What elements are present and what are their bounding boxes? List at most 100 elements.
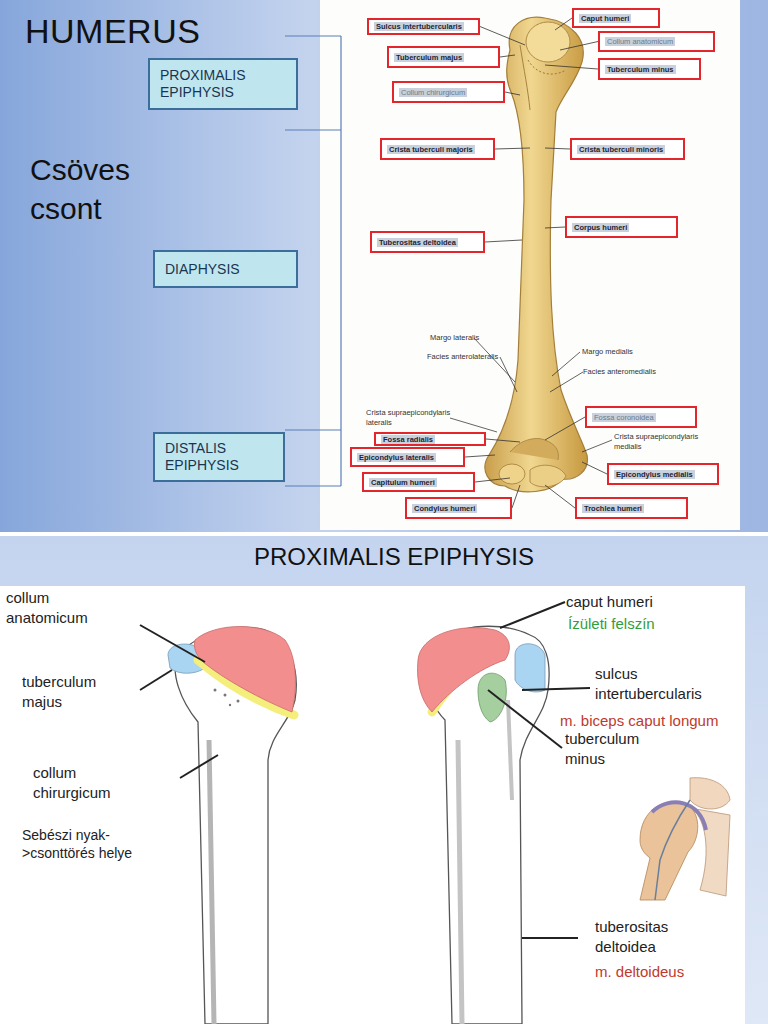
term-label: tuberculum majus xyxy=(22,672,137,711)
term-text: Corpus humeri xyxy=(572,223,629,232)
image-panel xyxy=(0,586,745,1024)
term-label: Csöves csont xyxy=(30,150,170,228)
term-box: Collum chirurgicum xyxy=(392,81,505,103)
sulcus-shading xyxy=(508,700,512,800)
articular-head xyxy=(194,627,295,713)
leader-line xyxy=(486,439,520,442)
term-text: PROXIMALIS EPIPHYSIS xyxy=(160,67,286,101)
slide-heading: PROXIMALIS EPIPHYSIS xyxy=(20,541,768,572)
term-label: tuberculum minus xyxy=(565,729,670,768)
leader-line xyxy=(545,227,565,228)
leader-line xyxy=(485,240,522,242)
term-text: DIAPHYSIS xyxy=(165,261,240,278)
term-label: Ízületi felszín xyxy=(568,614,718,634)
term-text: Caput humeri xyxy=(579,14,631,23)
term-box: Tuberculum majus xyxy=(387,46,500,68)
term-box: Capitulum humeri xyxy=(362,472,475,492)
bracket-tick xyxy=(285,129,341,130)
leader-line xyxy=(140,625,205,662)
term-box: Tuberositas deltoidea xyxy=(370,231,485,253)
leader-line xyxy=(545,485,575,508)
joint-capsule xyxy=(652,802,706,830)
term-text: Condylus humeri xyxy=(412,504,477,513)
term-box: Caput humeri xyxy=(572,8,660,28)
capitulum xyxy=(499,464,525,484)
term-text: Collum chirurgicum xyxy=(399,88,467,97)
term-box: Epicondylus medialis xyxy=(607,463,719,485)
leader-line xyxy=(495,148,530,149)
leader-line xyxy=(505,92,520,95)
bracket-tick xyxy=(285,35,341,36)
term-box: Crista tuberculi majoris xyxy=(380,138,495,160)
term-text: Sulcus intertubercularis xyxy=(374,22,464,31)
bracket-spine xyxy=(340,36,341,486)
leader-line xyxy=(480,27,525,46)
leader-line xyxy=(545,148,570,149)
term-box: Fossa radialis xyxy=(374,432,486,446)
leader-line xyxy=(522,937,578,939)
term-label: sulcus intertubercularis xyxy=(595,664,740,703)
term-text: Collum anatomicum xyxy=(605,37,675,46)
term-label: tuberositas deltoidea xyxy=(595,917,710,956)
term-box: Corpus humeri xyxy=(565,216,678,238)
leader-line xyxy=(450,418,497,432)
term-text: Crista tuberculi minoris xyxy=(577,145,665,154)
leader-line xyxy=(512,485,520,508)
leader-line xyxy=(582,462,607,474)
leader-line xyxy=(500,357,517,392)
anatomical-neck xyxy=(528,60,566,74)
leader-line xyxy=(522,688,590,690)
term-text: Capitulum humeri xyxy=(369,478,437,487)
term-box: Tuberculum minus xyxy=(598,58,701,80)
sulcus-line xyxy=(520,45,530,110)
leader-line xyxy=(552,352,580,376)
acromion xyxy=(690,778,730,809)
term-label: Crista supraepicondylaris medialis xyxy=(614,432,714,452)
image-panel xyxy=(320,0,740,530)
shoulder-inset xyxy=(640,778,730,900)
term-text: Tuberositas deltoidea xyxy=(377,238,458,247)
term-text: Epicondylus lateralis xyxy=(357,453,436,462)
shading xyxy=(209,740,214,1024)
term-label: m. deltoideus xyxy=(595,962,745,982)
leader-line xyxy=(560,42,598,51)
slide-background xyxy=(0,0,768,534)
leader-line xyxy=(550,372,583,392)
term-text: Epicondylus medialis xyxy=(614,470,695,479)
term-label: Crista supraepicondylaris lateralis xyxy=(366,408,466,428)
term-label: Margo medialis xyxy=(582,347,652,357)
term-box: Epicondylus lateralis xyxy=(350,447,465,467)
humerus-head xyxy=(640,802,698,900)
leader-line xyxy=(545,417,585,440)
bracket-tick xyxy=(285,429,341,430)
term-text: Fossa radialis xyxy=(381,435,435,444)
leader-line xyxy=(180,755,218,778)
foramina xyxy=(214,689,240,707)
slide-title: HUMERUS xyxy=(25,12,200,51)
term-label: collum chirurgicum xyxy=(33,763,148,802)
slide-divider xyxy=(0,532,768,536)
term-label: Facies anterolateralis xyxy=(427,352,517,362)
term-box: Fossa coronoidea xyxy=(585,406,697,428)
term-label: Facies anteromedialis xyxy=(583,367,673,377)
slide-background xyxy=(0,534,768,1024)
leader-line xyxy=(545,65,598,69)
region-box: DISTALIS EPIPHYSIS xyxy=(153,432,285,482)
tubercle-minus xyxy=(478,673,506,722)
leader-line xyxy=(488,690,562,748)
term-text: Tuberculum majus xyxy=(394,53,464,62)
region-box: DIAPHYSIS xyxy=(153,250,298,288)
shading xyxy=(458,740,462,1024)
term-box: Trochlea humeri xyxy=(575,497,688,519)
leader-line xyxy=(555,18,572,30)
term-label: m. biceps caput longum xyxy=(560,711,760,731)
term-label: Sebészi nyak->csonttörés helye xyxy=(22,826,172,862)
leader-line xyxy=(465,455,495,457)
region-box: PROXIMALIS EPIPHYSIS xyxy=(148,58,298,110)
term-label: Margo lateralis xyxy=(430,333,500,343)
leader-line xyxy=(475,478,510,482)
term-label: collum anatomicum xyxy=(6,588,121,627)
term-box: Crista tuberculi minoris xyxy=(570,138,685,160)
